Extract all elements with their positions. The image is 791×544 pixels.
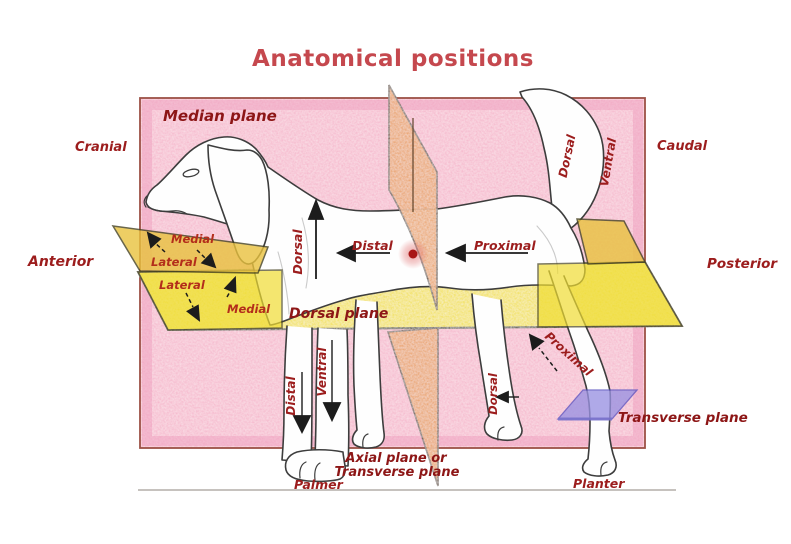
label-dorsal-hindleg: Dorsal bbox=[486, 372, 500, 415]
label-axial-plane-line1: Axial plane or bbox=[344, 451, 448, 466]
page-title: Anatomical positions bbox=[252, 46, 534, 72]
label-proximal-trunk: Proximal bbox=[474, 238, 536, 253]
label-medial-lower: Medial bbox=[227, 302, 271, 316]
dog-muzzle-lines bbox=[143, 195, 188, 215]
label-dorsal-plane: Dorsal plane bbox=[289, 306, 388, 322]
arrow-distal-trunk bbox=[335, 243, 390, 263]
arrow-proximal-trunk bbox=[444, 243, 528, 263]
dog-toe-lines bbox=[299, 426, 608, 481]
arrow-proximal-hindleg bbox=[528, 333, 558, 372]
dorsal-plane-upper-right bbox=[576, 218, 647, 265]
label-median-plane: Median plane bbox=[163, 107, 277, 125]
dorsal-plane-front-right bbox=[537, 261, 684, 328]
label-lateral-upper: Lateral bbox=[151, 255, 198, 269]
dorsal-plane-overlays bbox=[111, 218, 684, 331]
label-lateral-lower: Lateral bbox=[159, 278, 206, 292]
direction-arrows bbox=[146, 198, 558, 435]
label-palmer: Palmer bbox=[294, 477, 344, 492]
arrow-medial-upper bbox=[146, 231, 166, 253]
reference-point bbox=[398, 239, 428, 269]
reference-point-dot bbox=[408, 249, 418, 259]
label-dorsal-trunk: Dorsal bbox=[290, 229, 305, 275]
arrow-lateral-upper bbox=[196, 249, 217, 269]
dog-front-paw bbox=[284, 448, 347, 483]
label-planter: Planter bbox=[573, 476, 625, 491]
arrow-distal-foreleg bbox=[292, 372, 312, 435]
label-anterior: Anterior bbox=[27, 254, 94, 270]
label-distal-foreleg: Distal bbox=[284, 376, 298, 416]
dog-ear bbox=[207, 144, 271, 265]
dog-front-leg-far bbox=[351, 299, 385, 449]
dog-mouth bbox=[147, 206, 188, 215]
label-caudal: Caudal bbox=[657, 139, 708, 154]
dog-hind-leg-near bbox=[548, 270, 617, 477]
arrow-dorsal-hindleg bbox=[494, 390, 519, 404]
dog-nostril bbox=[143, 195, 148, 208]
axial-plane-lower bbox=[386, 327, 439, 487]
arrow-lateral-lower bbox=[185, 292, 201, 322]
dog-eye bbox=[182, 168, 200, 178]
label-distal-trunk: Distal bbox=[352, 238, 394, 253]
arrow-ventral-foreleg bbox=[322, 340, 342, 423]
label-transverse-plane: Transverse plane bbox=[618, 410, 748, 426]
label-medial-upper: Medial bbox=[171, 232, 215, 246]
label-ventral-foreleg: Ventral bbox=[315, 347, 329, 397]
dog-tail bbox=[519, 88, 605, 239]
label-axial-plane-line2: Transverse plane bbox=[334, 465, 459, 480]
label-cranial: Cranial bbox=[75, 140, 127, 155]
arrow-dorsal-trunk bbox=[307, 198, 325, 279]
label-posterior: Posterior bbox=[707, 256, 778, 272]
arrow-medial-lower bbox=[223, 275, 237, 298]
